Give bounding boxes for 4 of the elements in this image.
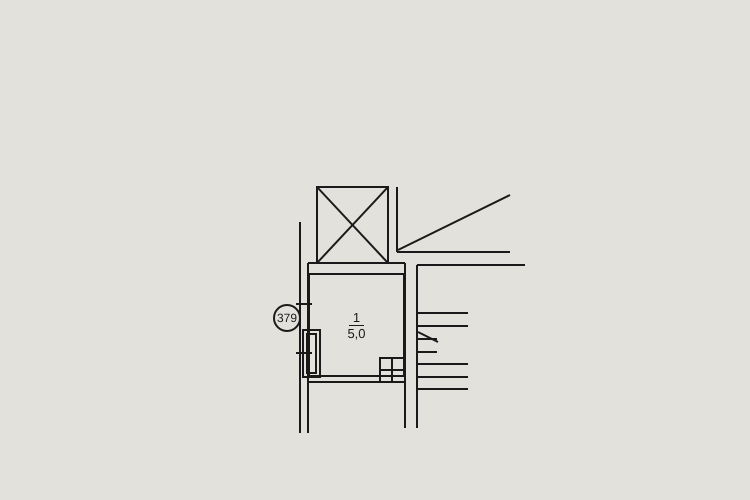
room xyxy=(308,273,405,377)
callout-number: 379 xyxy=(276,311,298,325)
room-area: 5,0 xyxy=(343,326,370,340)
room-number: 1 xyxy=(348,310,364,326)
